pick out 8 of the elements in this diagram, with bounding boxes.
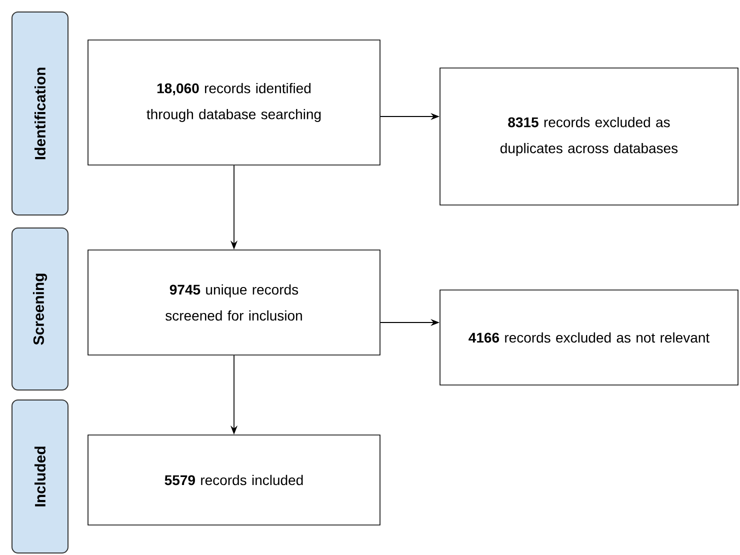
stage-band: Screening [12, 228, 68, 390]
process-box: 18,060 records identified through database searching [88, 40, 380, 166]
stage-band: Included [12, 400, 68, 554]
process-box: 8315 records excluded as duplicates across databases [440, 68, 738, 206]
process-box: 5579 records included [88, 434, 380, 526]
process-box: 9745 unique records screened for inclusion [88, 250, 380, 356]
stage-band: Identification [12, 12, 68, 216]
process-box: 4166 records excluded as not relevant [440, 290, 738, 386]
